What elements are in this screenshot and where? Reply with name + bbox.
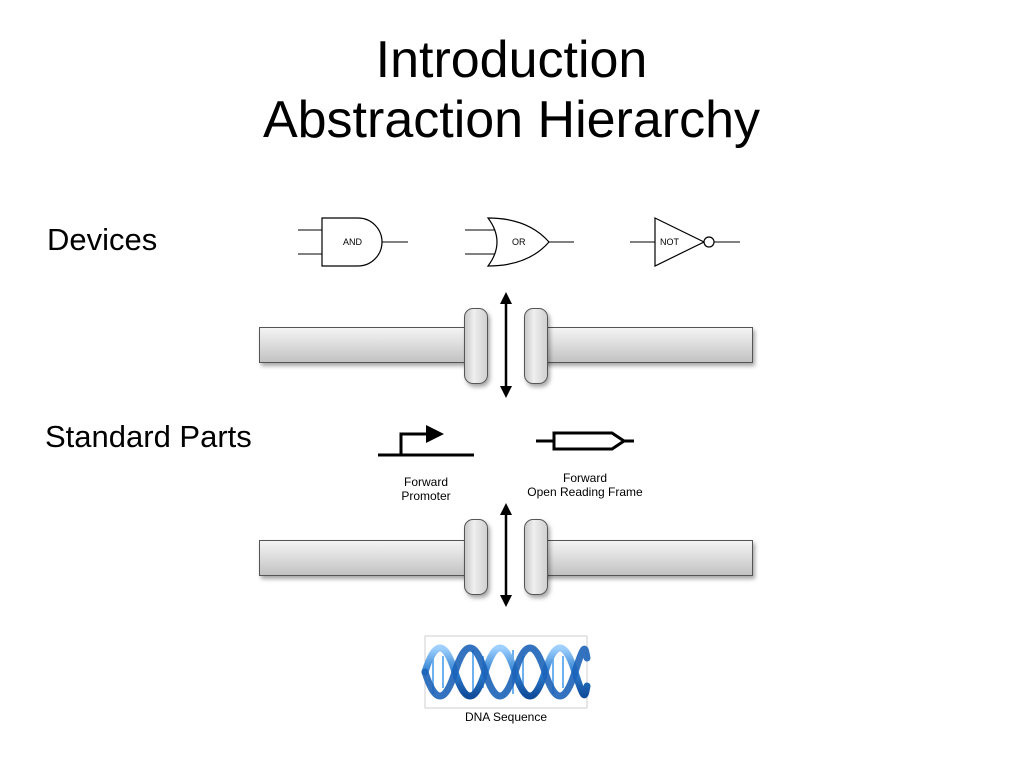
not-gate-icon: NOT [630, 217, 740, 267]
standard-parts-label: Standard Parts [45, 419, 252, 454]
dna-caption: DNA Sequence [464, 710, 548, 724]
promoter-caption: Forward Promoter [386, 475, 466, 503]
barrier-bar-right [542, 540, 753, 576]
forward-orf-icon [536, 431, 634, 451]
orf-caption-line-1: Forward [562, 471, 607, 485]
and-gate-label: AND [343, 237, 363, 247]
dna-helix-icon [421, 635, 591, 709]
part-symbols [378, 425, 634, 457]
page-title: Introduction Abstraction Hierarchy [0, 30, 1023, 150]
barrier-bar-left [259, 327, 471, 363]
promoter-caption-line-1: Forward [403, 475, 448, 489]
barrier-bar-right [542, 327, 753, 363]
forward-promoter-icon [378, 425, 474, 457]
double-arrow-icon [500, 292, 512, 398]
or-gate-label: OR [512, 237, 526, 247]
not-gate-label: NOT [660, 237, 680, 247]
barrier-cap-left [464, 519, 488, 595]
and-gate-icon: AND [298, 217, 408, 267]
orf-caption: Forward Open Reading Frame [520, 471, 650, 499]
barrier-cap-right [524, 519, 548, 595]
promoter-caption-line-2: Promoter [401, 489, 451, 503]
title-line-1: Introduction [375, 31, 648, 89]
orf-caption-line-2: Open Reading Frame [527, 485, 643, 499]
double-arrow-icon [500, 503, 512, 607]
logic-gates: AND OR NOT [298, 217, 740, 267]
barrier-cap-right [524, 308, 548, 384]
barrier-bar-left [259, 540, 471, 576]
devices-label: Devices [47, 222, 158, 257]
barrier-cap-left [464, 308, 488, 384]
title-line-2: Abstraction Hierarchy [262, 91, 761, 149]
or-gate-icon: OR [465, 217, 574, 267]
